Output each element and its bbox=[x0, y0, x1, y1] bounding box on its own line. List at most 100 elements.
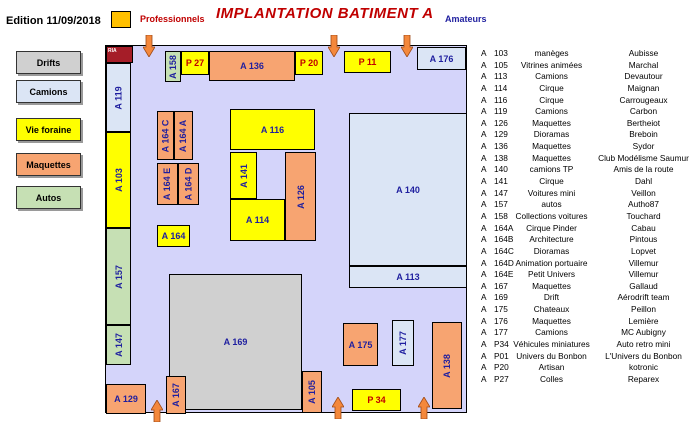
exhibitor-theme-cell: Architecture bbox=[529, 234, 573, 244]
exhibitor-theme-cell: Véhicules miniatures bbox=[513, 339, 590, 349]
exhibitor-theme: Dioramas bbox=[533, 245, 570, 256]
exhibitor-name-cell: Touchard bbox=[626, 211, 660, 221]
stand-a129: A 129 bbox=[106, 384, 146, 414]
exhibitor-name: Auto retro mini bbox=[616, 339, 671, 350]
exhibitor-stand-number: 140 bbox=[494, 164, 508, 175]
exhibitor-theme: Collections voitures bbox=[515, 210, 588, 221]
exhibitor-name: Aérodrift team bbox=[617, 292, 670, 303]
exhibitor-theme-cell: Cirque bbox=[539, 176, 563, 186]
exhibitor-name: L'Univers du Bonbon bbox=[605, 350, 682, 361]
exhibitor-theme-cell: Camions bbox=[535, 327, 568, 337]
exhibitor-theme-cell: Drift bbox=[544, 292, 559, 302]
exhibitor-theme-cell: camions TP bbox=[530, 164, 574, 174]
exhibitor-name: MC Aubigny bbox=[621, 327, 666, 338]
exhibitor-name-cell: Autho87 bbox=[628, 199, 659, 209]
entrance-arrow-up-icon bbox=[332, 397, 344, 419]
exhibitor-theme: Cirque bbox=[539, 176, 564, 187]
exhibitor-name-cell: Auto retro mini bbox=[617, 339, 671, 349]
exhibitor-name-cell: Lemière bbox=[629, 316, 659, 326]
exhibitor-building: A bbox=[481, 129, 487, 140]
stand-a113: A 113 bbox=[349, 266, 467, 288]
exhibitor-name: kotronic bbox=[628, 362, 659, 373]
exhibitor-building: A bbox=[481, 152, 487, 163]
exhibitor-theme: Vitrines animées bbox=[520, 59, 583, 70]
exhibitor-theme-cell: Vitrines animées bbox=[521, 60, 582, 70]
stand-a126: A 126 bbox=[285, 152, 316, 241]
category-drifts: Drifts bbox=[16, 51, 81, 74]
exhibitor-theme-cell: Cirque Pinder bbox=[526, 223, 577, 233]
exhibitor-name-cell: Lopvet bbox=[631, 246, 656, 256]
exhibitor-theme: Véhicules miniatures bbox=[513, 339, 590, 350]
exhibitor-building: A bbox=[481, 117, 487, 128]
exhibitor-theme-cell: Camions bbox=[535, 106, 568, 116]
stand-a114: A 114 bbox=[230, 199, 285, 241]
exhibitor-theme-cell: Cirque bbox=[539, 83, 563, 93]
exhibitor-stand-number: 116 bbox=[494, 94, 508, 105]
exhibitor-building: A bbox=[481, 187, 487, 198]
floor-plan: RIA A 158 P 27 A 136 P 20 P 11 A 176 A 1… bbox=[105, 45, 467, 414]
stand-p20: P 20 bbox=[295, 51, 323, 75]
stand-a119: A 119 bbox=[106, 63, 131, 132]
category-maquettes: Maquettes bbox=[16, 153, 81, 176]
stand-a177: A 177 bbox=[392, 320, 414, 366]
exhibitor-building: A bbox=[481, 48, 487, 58]
stand-a138: A 138 bbox=[432, 322, 462, 409]
stand-a167: A 167 bbox=[166, 376, 186, 414]
exhibitor-name: Maignan bbox=[627, 82, 660, 93]
exhibitor-theme: Maquettes bbox=[532, 141, 571, 152]
exhibitor-name-cell: L'Univers du Bonbon bbox=[605, 351, 682, 361]
exhibitor-name: Peillon bbox=[631, 304, 656, 315]
exhibitor-building: A bbox=[481, 94, 487, 105]
exhibitor-theme-cell: Maquettes bbox=[532, 153, 571, 163]
exhibitor-name-cell: Villemur bbox=[629, 258, 659, 268]
exhibitor-name-cell: Maignan bbox=[628, 83, 660, 93]
stand-a164a: A 164 A bbox=[174, 111, 193, 160]
exhibitor-stand-number: 103 bbox=[494, 48, 508, 58]
exhibitor-name: Cabau bbox=[631, 222, 656, 233]
stand-a175: A 175 bbox=[343, 323, 378, 366]
exhibitor-theme-cell: Voitures mini bbox=[528, 188, 576, 198]
exhibitor-name: Touchard bbox=[626, 210, 661, 221]
exhibitor-theme-cell: Animation portuaire bbox=[516, 258, 588, 268]
exhibitor-stand-number: 147 bbox=[494, 187, 508, 198]
exhibitor-name: Veillon bbox=[631, 187, 656, 198]
exhibitor-building: A bbox=[481, 292, 487, 303]
exhibitor-name: Carbon bbox=[629, 106, 658, 117]
exhibitor-theme: Artisan bbox=[538, 362, 565, 373]
entrance-arrow-down-icon bbox=[143, 35, 155, 57]
category-autos: Autos bbox=[16, 186, 81, 209]
exhibitor-building: A bbox=[481, 350, 487, 361]
exhibitor-name: Reparex bbox=[627, 373, 660, 384]
exhibitor-row: A 169 Drift Aérodrift team bbox=[473, 292, 695, 304]
exhibitor-theme: Camions bbox=[535, 327, 568, 338]
stand-a157: A 157 bbox=[106, 228, 131, 325]
exhibitor-name: Club Modélisme Saumur bbox=[598, 152, 689, 163]
exhibitor-name-cell: Reparex bbox=[628, 374, 659, 384]
exhibitor-theme: Dioramas bbox=[533, 129, 570, 140]
exhibitor-name-cell: Villemur bbox=[629, 269, 659, 279]
exhibitor-building: A bbox=[481, 269, 487, 280]
exhibitor-theme-cell: Petit Univers bbox=[528, 269, 575, 279]
exhibitor-theme: Petit Univers bbox=[527, 269, 576, 280]
exhibitor-stand-number: 164A bbox=[494, 222, 514, 233]
exhibitor-theme: Camions bbox=[535, 106, 568, 117]
exhibitor-name: Breboin bbox=[629, 129, 658, 140]
exhibitor-theme: Cirque bbox=[539, 82, 564, 93]
exhibitor-theme: Camions bbox=[535, 71, 568, 82]
exhibitor-stand-number: 114 bbox=[494, 82, 508, 93]
exhibitor-theme-cell: Univers du Bonbon bbox=[516, 351, 587, 361]
exhibitor-building: A bbox=[481, 176, 487, 187]
exhibitor-stand-number: 169 bbox=[494, 292, 508, 303]
exhibitor-stand-number: 113 bbox=[494, 71, 508, 82]
exhibitor-stand-number: 119 bbox=[494, 106, 508, 117]
stand-a176: A 176 bbox=[417, 47, 466, 70]
edition-date: Edition 11/09/2018 bbox=[6, 15, 101, 27]
exhibitor-name: Lopvet bbox=[631, 245, 656, 256]
